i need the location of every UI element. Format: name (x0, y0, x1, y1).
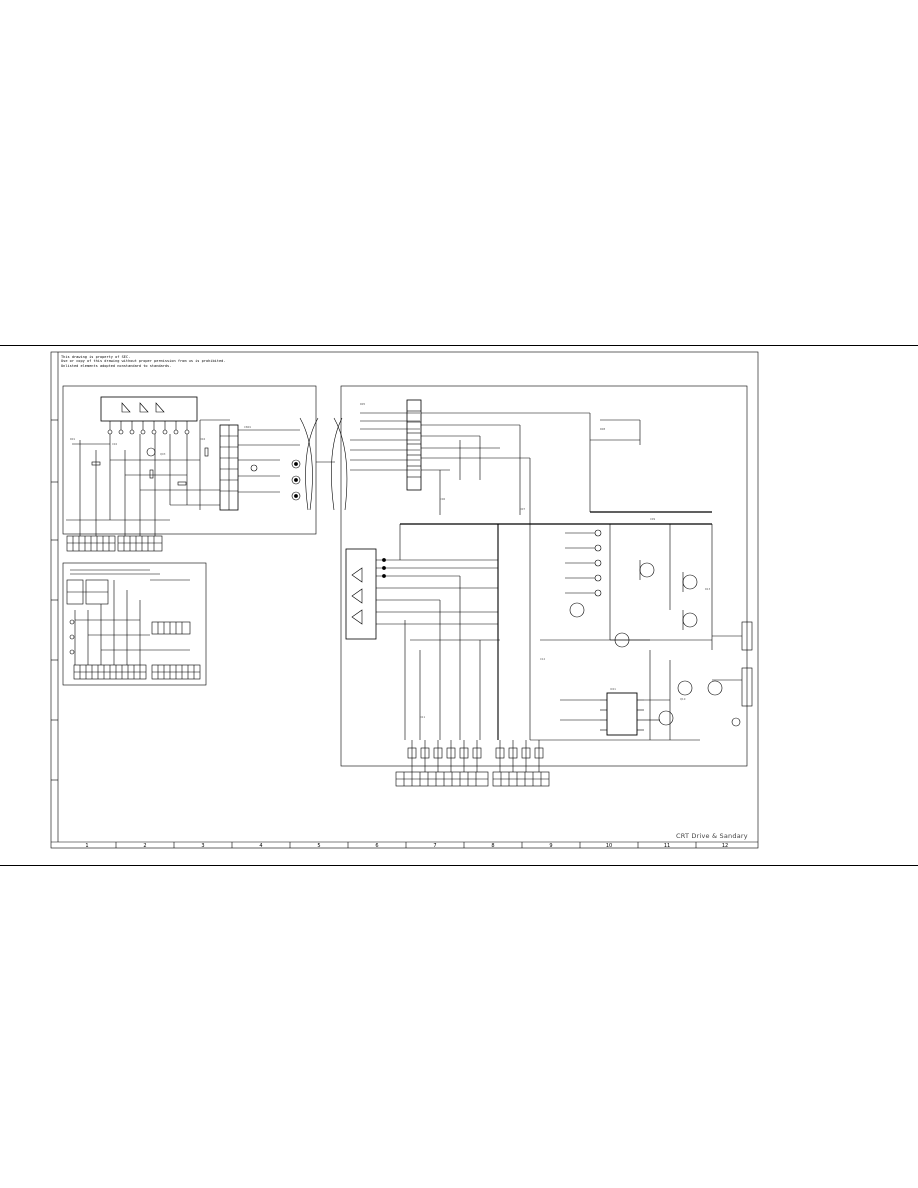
svg-text:R05: R05 (360, 402, 365, 406)
column-number: 11 (663, 843, 671, 849)
column-number: 1 (85, 843, 89, 849)
svg-text:C09: C09 (650, 517, 655, 521)
column-number: 2 (143, 843, 147, 849)
top-page-rule (0, 345, 918, 346)
svg-text:CN01: CN01 (244, 425, 251, 429)
column-number: 10 (605, 843, 613, 849)
main-right-block (340, 385, 753, 787)
column-number: 3 (201, 843, 205, 849)
column-number: 5 (317, 843, 321, 849)
sheet-title: CRT Drive & Sandary (676, 832, 748, 840)
svg-text:R07: R07 (520, 507, 525, 511)
bottom-page-rule (0, 865, 918, 866)
left-upper-block (62, 385, 317, 552)
svg-text:Q03: Q03 (160, 452, 166, 456)
ownership-notice: This drawing is property of SEC. Use or … (61, 355, 225, 368)
notice-line: This drawing is property of SEC. (61, 355, 131, 359)
column-number: 4 (259, 843, 263, 849)
svg-text:R13: R13 (705, 587, 710, 591)
svg-text:R08: R08 (600, 427, 605, 431)
column-number: 6 (375, 843, 379, 849)
notice-line: Unlisted elements adopted nonstandard to… (61, 363, 172, 368)
svg-text:R11: R11 (420, 715, 425, 719)
column-number: 12 (721, 843, 729, 849)
column-number: 8 (491, 843, 495, 849)
sheet-break-arrows (299, 417, 348, 511)
column-number: 7 (433, 843, 437, 849)
svg-text:IC01: IC01 (610, 687, 616, 691)
svg-text:R01: R01 (70, 437, 75, 441)
notice-line: Use or copy of this drawing without prop… (61, 359, 226, 364)
svg-text:Q10: Q10 (680, 697, 686, 701)
svg-text:C06: C06 (440, 497, 445, 501)
svg-text:R04: R04 (200, 437, 205, 441)
svg-text:C12: C12 (540, 657, 545, 661)
svg-text:C02: C02 (112, 442, 117, 446)
column-number: 9 (549, 843, 553, 849)
left-lower-block (62, 562, 207, 686)
